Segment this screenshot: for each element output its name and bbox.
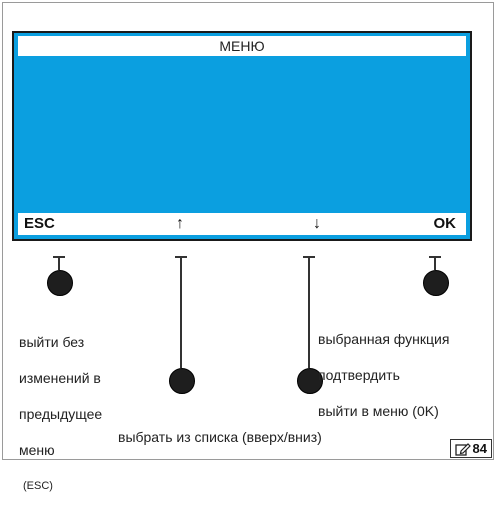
lcd-screen: МЕНЮ ESC ↑ ↓ OK: [12, 31, 472, 241]
softkey-down-label: ↓: [313, 215, 321, 232]
down-key-stem: [308, 256, 310, 368]
esc-key-button[interactable]: [47, 270, 73, 296]
esc-callout-tag: (ESC): [23, 480, 53, 492]
softkey-up-label: ↑: [176, 215, 184, 232]
esc-callout-line: предыдущее: [19, 406, 103, 422]
page-badge: 84: [449, 439, 492, 458]
esc-callout-line: выйти без: [19, 334, 85, 350]
arrows-callout-text: выбрать из списка (вверх/вниз): [118, 429, 322, 445]
esc-callout-line: меню: [19, 442, 55, 458]
up-key-button[interactable]: [169, 368, 195, 394]
menu-title: МЕНЮ: [219, 38, 265, 54]
figure-frame: [2, 2, 494, 460]
page-number: 84: [472, 441, 487, 456]
ok-callout-line: выйти в меню (0K): [318, 403, 439, 419]
esc-callout: выйти без изменений в предыдущее меню (E…: [19, 315, 102, 513]
ok-key-button[interactable]: [423, 270, 449, 296]
menu-title-bar: МЕНЮ: [18, 36, 466, 56]
down-key-button[interactable]: [297, 368, 323, 394]
softkey-ok-label: OK: [433, 215, 457, 232]
arrows-callout: выбрать из списка (вверх/вниз): [118, 410, 322, 446]
edit-icon: [454, 442, 471, 456]
esc-callout-line: изменений в: [19, 370, 101, 386]
ok-callout-line: подтвердить: [318, 367, 400, 383]
softkey-esc-label: ESC: [24, 215, 55, 232]
esc-key-stem: [58, 256, 60, 270]
ok-key-stem: [434, 256, 436, 270]
ok-callout-line: выбранная функция: [318, 331, 450, 347]
ok-callout: выбранная функция подтвердить выйти в ме…: [318, 312, 449, 438]
softkey-bar: ESC ↑ ↓ OK: [18, 213, 466, 235]
up-key-stem: [180, 256, 182, 368]
